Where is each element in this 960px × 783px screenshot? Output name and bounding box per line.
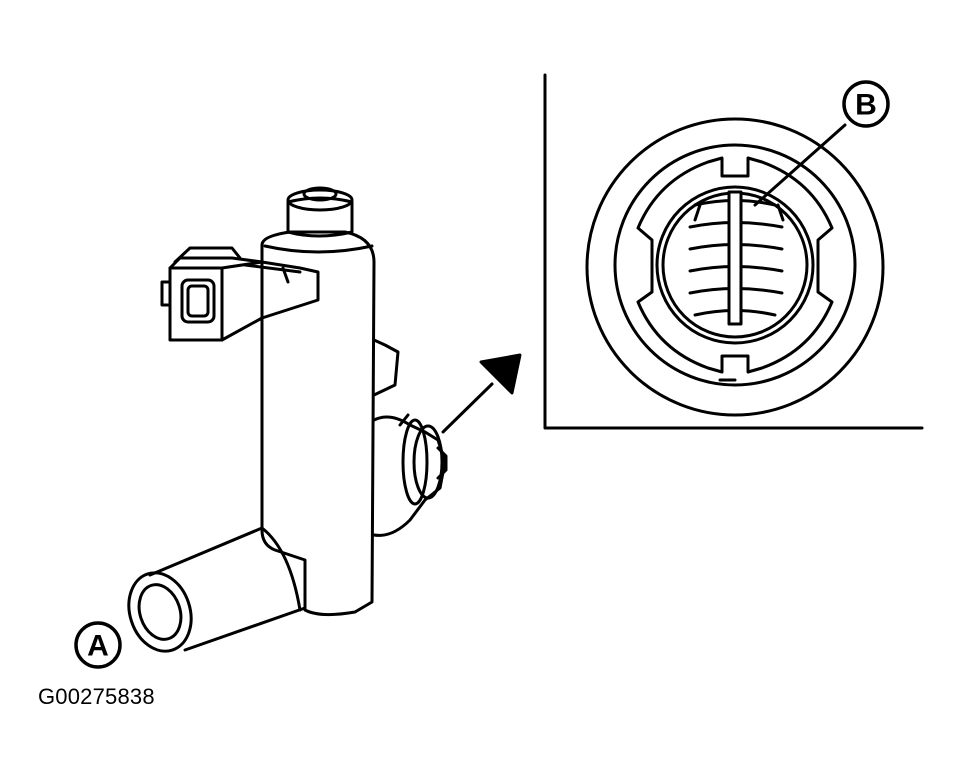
port-outer-ring — [585, 117, 885, 417]
port-mid-ring — [613, 143, 857, 387]
electrical-connector — [160, 246, 320, 342]
port-inner-ring — [636, 156, 834, 374]
callout-a-label: A — [87, 630, 109, 663]
inset-frame — [543, 73, 924, 430]
detail-inset — [543, 73, 924, 430]
callout-a — [74, 621, 122, 669]
callout-b-label: B — [855, 89, 877, 122]
side-nub — [372, 338, 400, 397]
side-outlet-port — [372, 413, 448, 537]
view-arrow — [441, 353, 522, 434]
valve-assembly — [127, 186, 448, 653]
valve-top-cap-face — [286, 188, 354, 212]
port-bore — [655, 185, 815, 345]
valve-pin — [727, 190, 743, 326]
figure-code: G00275838 — [38, 684, 155, 709]
valve-top-cap — [286, 196, 354, 238]
callout-b-leader — [753, 123, 847, 207]
inlet-pipe — [127, 526, 307, 653]
valve-top-cap-hole — [302, 186, 338, 202]
valve-body — [260, 230, 376, 617]
callout-b — [842, 80, 890, 128]
